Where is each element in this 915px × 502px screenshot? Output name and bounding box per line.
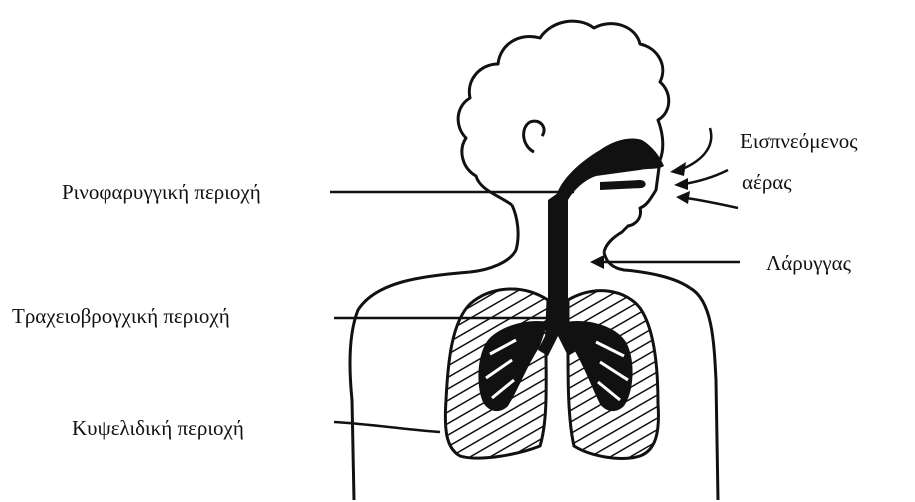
torso-right xyxy=(690,288,718,500)
neck-left xyxy=(470,205,518,272)
label-alveolar: Κυψελιδική περιοχή xyxy=(72,418,244,439)
air-arrowhead-bottom xyxy=(676,191,690,204)
label-nasopharyngeal: Ρινοφαρυγγική περιοχή xyxy=(62,182,261,203)
larynx-arrowhead xyxy=(590,255,604,269)
label-tracheobronchial: Τραχειοβρογχική περιοχή xyxy=(12,306,230,327)
ear xyxy=(524,121,544,152)
air-arrow-middle xyxy=(684,170,728,184)
air-arrow-bottom xyxy=(686,198,738,208)
air-arrowhead-top xyxy=(670,162,686,176)
label-larynx: Λάρυγγας xyxy=(766,253,851,274)
leader-alveolar xyxy=(334,422,440,432)
label-inhaled-air-line2: αέρας xyxy=(742,172,792,193)
label-inhaled-air-line1: Εισπνεόμενος xyxy=(740,131,858,152)
air-arrowhead-middle xyxy=(674,178,688,190)
neck-right xyxy=(604,252,690,288)
